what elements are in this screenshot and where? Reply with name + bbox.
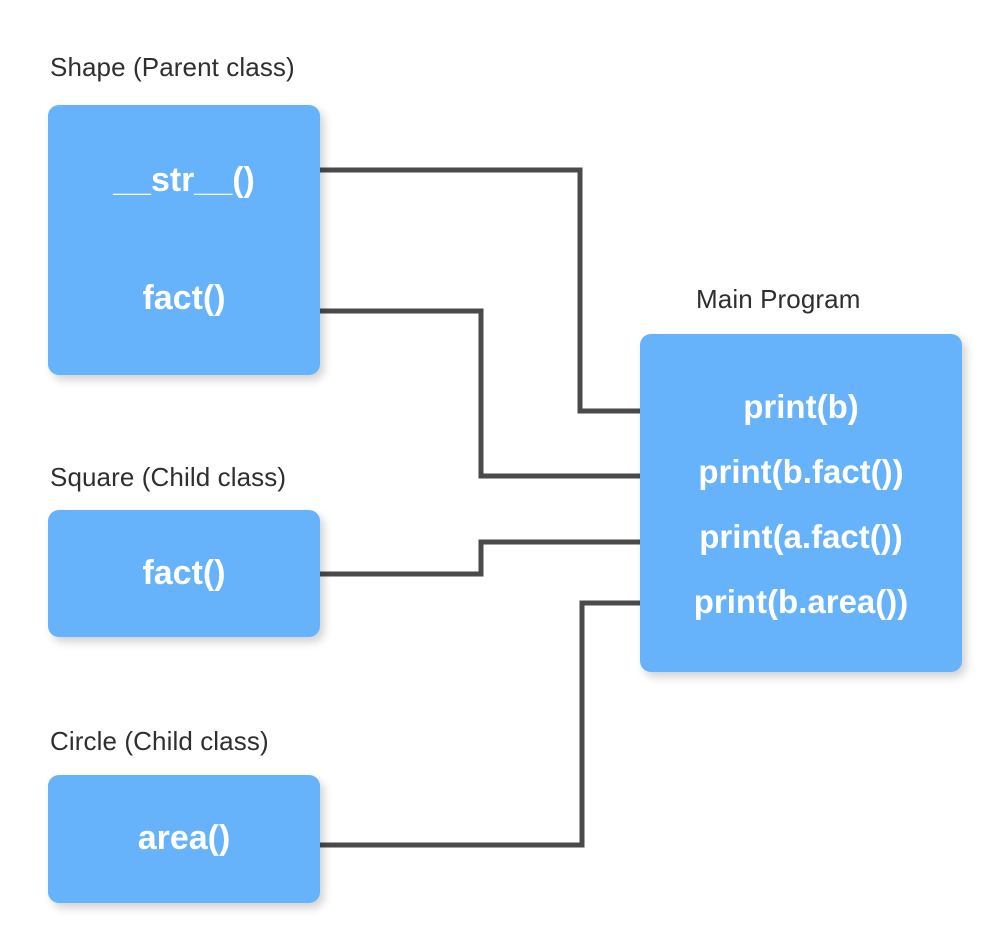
connector-print-b-area-to-circle-area [284, 600, 668, 858]
square-class-caption: Square (Child class) [50, 462, 287, 492]
circle-method-area: area() [137, 819, 231, 858]
connector-print-b-fact-to-shape-fact [284, 298, 668, 479]
circle-class-caption: Circle (Child class) [50, 726, 269, 756]
square-class-box[interactable]: fact() [48, 510, 320, 637]
shape-class-caption: Shape (Parent class) [50, 52, 295, 82]
shape-method-str: __str__() [113, 161, 255, 200]
shape-method-fact: fact() [142, 279, 226, 317]
shape-class-box[interactable]: __str__() fact() [48, 105, 320, 375]
main-statement-print-b-area: print(b.area()) [693, 583, 909, 620]
main-statement-print-b-fact: print(b.fact()) [698, 453, 904, 490]
main-statement-print-a-fact: print(a.fact()) [699, 518, 903, 555]
main-program-box[interactable]: print(b) print(b.fact()) print(a.fact())… [640, 334, 962, 672]
connector-print-b-to-str [284, 157, 668, 414]
main-statement-print-b: print(b) [743, 388, 859, 425]
main-program-caption: Main Program [696, 284, 861, 314]
square-method-fact: fact() [142, 553, 226, 592]
connector-print-a-fact-to-square-fact [284, 539, 668, 587]
circle-class-box[interactable]: area() [48, 775, 320, 903]
